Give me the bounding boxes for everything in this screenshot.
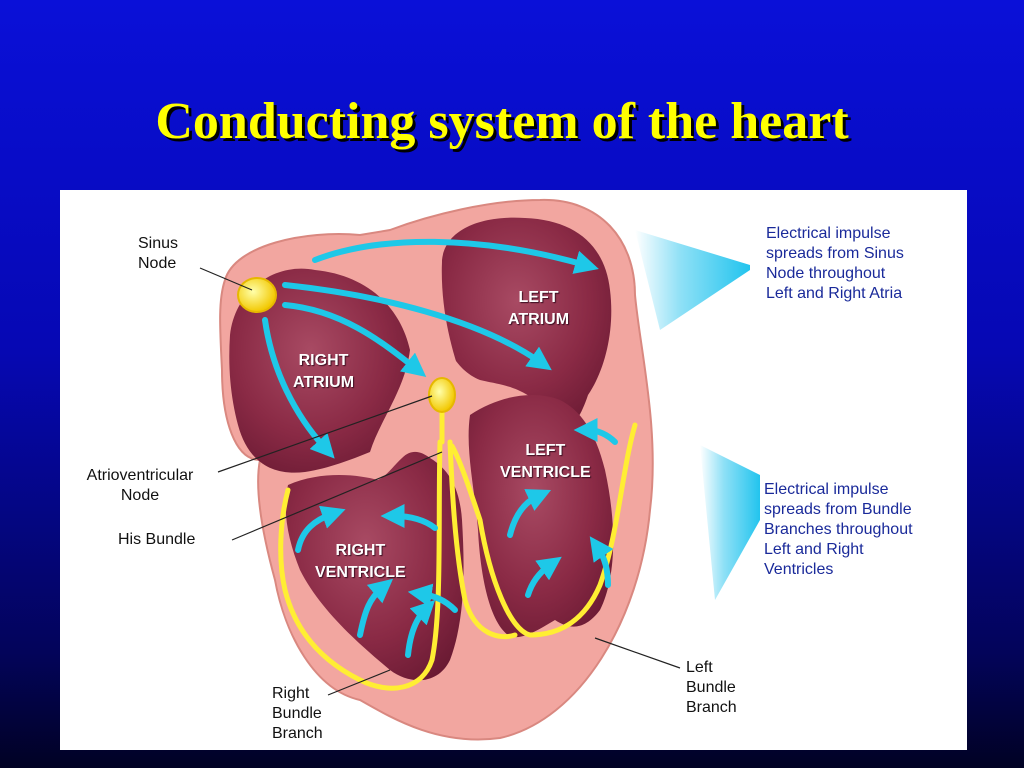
atria-beam [635,230,750,330]
left-bundle-branch-label-line: Left [686,659,713,676]
leader-av [217,395,433,473]
impulse-arrow [405,599,436,658]
left-atrium-label-line: ATRIUM [508,311,570,328]
leader-right-bundle [327,669,391,696]
sinus-node-label: Sinus Node [138,234,178,274]
ventricles-caption-line: Left and Right [764,541,864,558]
right-atrium-label-line: RIGHT [298,352,349,369]
ventricles-caption-line: Electrical impulse [764,481,889,498]
left-bundle-outer-path [449,422,638,638]
impulse-arrow [380,504,438,531]
ventricles-caption-line: Ventricles [764,561,834,578]
atria-caption-line: spreads from Sinus [766,245,904,262]
leader-lines [199,267,681,696]
sinus-node-label-line: Node [138,255,177,272]
impulse-arrow [357,578,394,638]
right-atrium-chamber [229,268,410,473]
impulse-arrow [525,556,562,598]
impulse-arrow [282,302,427,377]
left-bundle-branch-label-line: Bundle [686,679,736,696]
atria-caption-line: Electrical impulse [766,225,891,242]
ventricles-caption-line: Branches throughout [764,521,913,538]
heart-diagram [199,198,760,741]
atria-caption-line: Left and Right Atria [766,285,903,302]
left-atrium-label: LEFT ATRIUM [508,287,569,331]
right-bundle-branch-label-line: Branch [272,725,323,742]
right-ventricle-label-line: VENTRICLE [315,564,406,581]
impulse-arrow [573,418,618,445]
sinus-node [237,277,277,313]
av-node-label: Atrioventricular Node [65,466,215,506]
right-bundle-branch-label: Right Bundle Branch [272,684,323,744]
left-ventricle-label-line: LEFT [525,442,566,459]
right-bundle-branch-label-line: Right [272,685,310,702]
right-atrium-label-line: ATRIUM [293,374,355,391]
impulse-arrow [282,282,552,371]
right-atrium-label: RIGHT ATRIUM [293,350,354,394]
leader-sinus [199,267,253,291]
left-ventricle-label: LEFT VENTRICLE [500,440,591,484]
atrioventricular-node [428,377,456,413]
atria-caption-line: Node throughout [766,265,886,282]
left-bundle-branch-path [447,439,518,640]
ventricle-beam [700,445,760,600]
impulse-arrow [589,536,614,588]
right-bundle-branch-path [278,439,443,691]
impulse-arrows [262,238,618,658]
diagram-panel: RIGHT ATRIUM LEFT ATRIUM RIGHT VENTRICLE… [60,190,967,750]
av-node-label-line: Node [120,487,160,504]
right-ventricle-label: RIGHT VENTRICLE [315,540,406,584]
right-bundle-branch-label-line: Bundle [272,705,322,722]
left-ventricle-label-line: VENTRICLE [500,464,591,481]
left-ventricle-chamber [468,395,614,638]
leader-his [231,451,443,541]
right-ventricle-label-line: RIGHT [335,542,386,559]
left-atrium-label-line: LEFT [518,289,559,306]
interatrial-septum [410,260,462,384]
atria-caption: Electrical impulse spreads from Sinus No… [766,224,904,304]
impulse-arrow [295,505,346,553]
sinus-node-label-line: Sinus [138,235,179,252]
left-bundle-branch-label-line: Branch [686,699,737,716]
ventricles-caption: Electrical impulse spreads from Bundle B… [764,480,913,580]
ventricles-caption-line: spreads from Bundle [764,501,912,518]
left-bundle-branch-label: Left Bundle Branch [686,658,737,718]
leader-left-bundle [594,637,681,669]
impulse-arrow [262,317,335,459]
left-atrium-chamber [440,217,612,428]
av-node-label-line: Atrioventricular [86,467,194,484]
his-bundle-label: His Bundle [118,531,196,548]
impulse-arrow [312,238,599,274]
impulse-arrow [407,583,458,613]
slide-title: Conducting system of the heart [155,93,849,150]
impulse-arrow [507,489,552,538]
